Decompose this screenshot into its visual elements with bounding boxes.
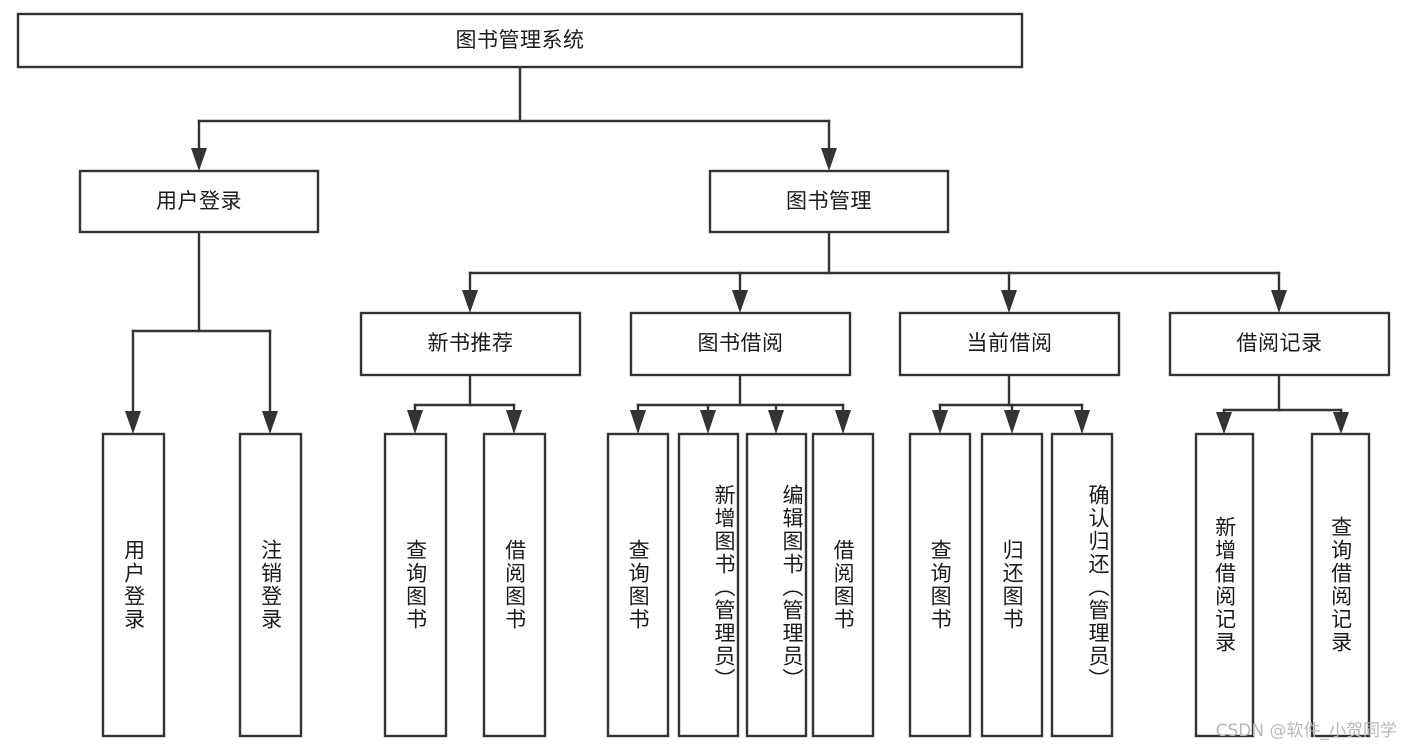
edge-group-user-login-to-leaves [125, 230, 278, 434]
node-box-new-book-recommend[interactable] [359, 311, 582, 377]
arrow-to-leaf-return-book [1004, 410, 1020, 434]
arrow-to-book-borrow [732, 290, 748, 313]
node-box-root[interactable] [16, 12, 1024, 69]
edge-group-new-book-recommend-to-leaves [407, 373, 522, 434]
node-box-leaf-return-book[interactable] [980, 432, 1044, 738]
node-box-book-borrow[interactable] [629, 311, 852, 377]
node-box-book-manage[interactable] [708, 169, 950, 234]
node-box-leaf-query-book-cur[interactable] [908, 432, 972, 738]
node-box-borrow-record[interactable] [1168, 311, 1391, 377]
arrow-to-leaf-query-borrow-record [1333, 412, 1349, 434]
edge-group-book-borrow-to-leaves [630, 373, 851, 434]
node-box-leaf-add-book[interactable] [677, 432, 740, 738]
arrow-to-user-login [191, 148, 207, 171]
arrow-to-current-borrow [1001, 290, 1017, 313]
arrow-to-leaf-borrow-book-rec [506, 410, 522, 434]
arrow-to-leaf-logout-login [262, 411, 278, 434]
node-box-leaf-edit-book[interactable] [745, 432, 808, 738]
node-box-leaf-add-borrow-record[interactable] [1194, 432, 1255, 738]
edge-group-current-borrow-to-leaves [932, 373, 1090, 434]
node-box-user-login[interactable] [78, 169, 320, 234]
arrow-to-leaf-query-book-cur [932, 410, 948, 434]
arrow-to-leaf-user-login [125, 411, 141, 434]
arrow-to-borrow-record [1271, 290, 1287, 313]
node-box-leaf-query-borrow-record[interactable] [1310, 432, 1371, 738]
edge-group-borrow-record-to-leaves [1216, 373, 1349, 434]
arrow-to-new-book-recommend [462, 290, 478, 313]
node-box-leaf-logout-login[interactable] [238, 432, 303, 738]
arrow-to-leaf-query-book-rec [407, 410, 423, 434]
node-box-leaf-borrow-book[interactable] [811, 432, 875, 738]
arrow-to-leaf-add-book [700, 410, 716, 434]
node-box-leaf-query-book-borrow[interactable] [606, 432, 670, 738]
edge-group-root-to-level2 [191, 65, 837, 171]
arrow-to-leaf-borrow-book [835, 410, 851, 434]
edge-group-book-manage-to-level3 [462, 230, 1287, 313]
arrow-to-leaf-edit-book [768, 410, 784, 434]
arrow-to-leaf-query-book-borrow [630, 410, 646, 434]
node-box-leaf-confirm-return[interactable] [1050, 432, 1114, 738]
node-box-leaf-borrow-book-rec[interactable] [482, 432, 547, 738]
node-box-leaf-user-login[interactable] [101, 432, 166, 738]
arrow-to-leaf-confirm-return [1074, 410, 1090, 434]
csdn-watermark: CSDN @软件_小贺同学 [1215, 721, 1397, 741]
arrow-to-leaf-add-borrow-record [1216, 412, 1232, 434]
node-box-current-borrow[interactable] [898, 311, 1121, 377]
arrow-to-book-manage [821, 148, 837, 171]
node-box-leaf-query-book-rec[interactable] [383, 432, 448, 738]
